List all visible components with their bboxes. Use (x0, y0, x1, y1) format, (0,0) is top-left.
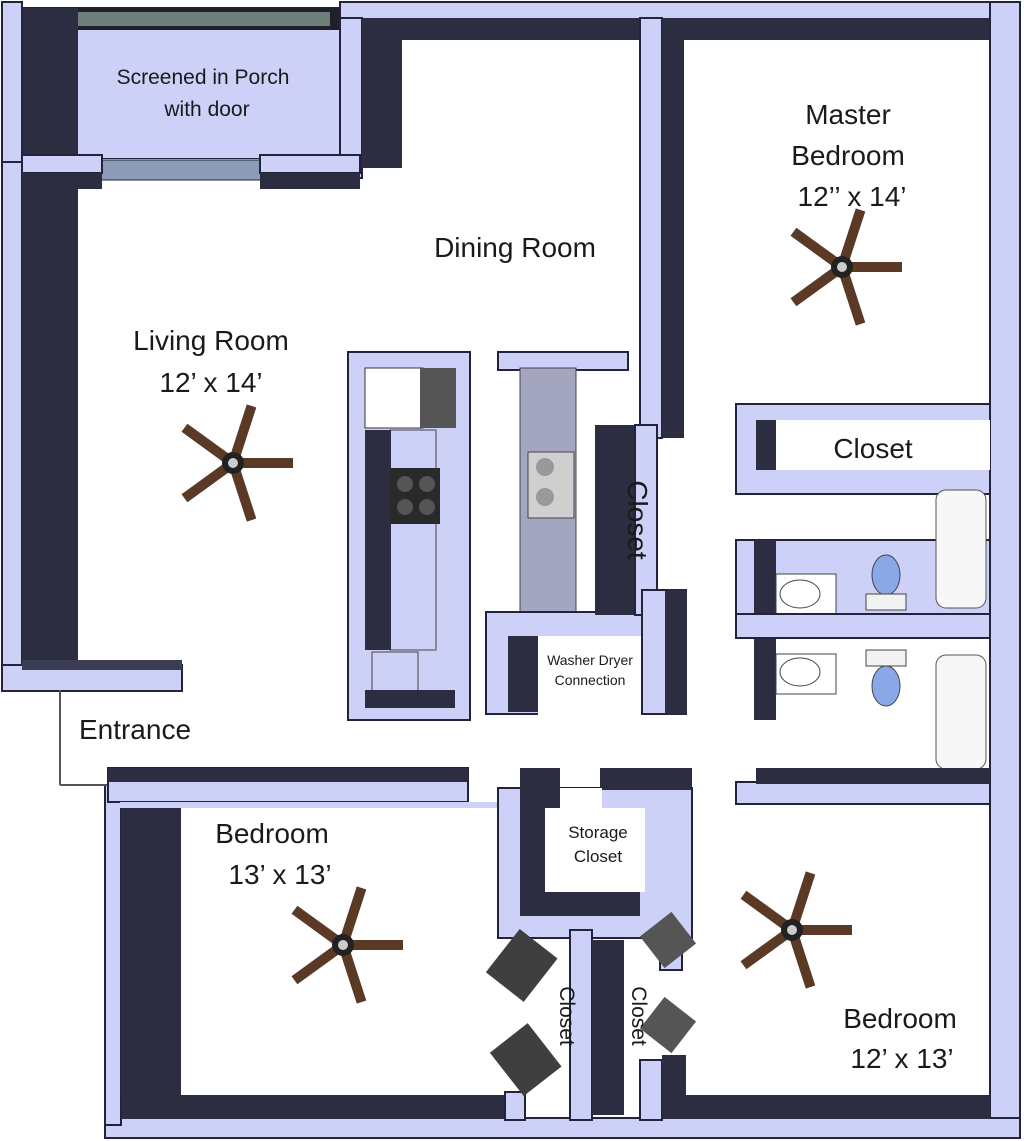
master-bedroom-size: 12’’ x 14’ (798, 181, 907, 212)
bedroom-right-size: 12’ x 13’ (850, 1043, 953, 1074)
porch-area (21, 7, 343, 181)
master-bedroom-label-line2: Bedroom (791, 140, 905, 171)
porch-label-line2: with door (163, 98, 249, 121)
bedroom-top-wall (107, 767, 500, 808)
fan-icon-living (181, 404, 293, 522)
storage-closet-walls (497, 768, 693, 939)
fan-icon-bedroom-right (740, 871, 852, 989)
wall-left (1, 1, 78, 691)
storage-closet-label-line1: Storage (568, 823, 628, 842)
master-closet-label: Closet (833, 433, 913, 464)
bedroom-right-label: Bedroom (843, 1003, 957, 1034)
washer-dryer-label-line1: Washer Dryer (547, 652, 633, 668)
stove-icon (390, 468, 440, 524)
kitchen (347, 351, 687, 721)
living-room-size: 12’ x 14’ (159, 367, 262, 398)
closet-right-label: Closet (627, 986, 650, 1046)
dining-room-label: Dining Room (434, 232, 596, 263)
washer-dryer-label-line2: Connection (555, 672, 626, 688)
wall-bottom (104, 784, 1021, 1139)
master-closet-bath (735, 403, 991, 805)
porch-label-line1: Screened in Porch (117, 66, 290, 89)
fan-icon-bedroom-left (291, 886, 403, 1004)
entrance-label: Entrance (79, 714, 191, 745)
bedroom-left-size: 13’ x 13’ (228, 859, 331, 890)
wall-top (339, 1, 1021, 439)
porch-bottom-wall (21, 154, 361, 189)
storage-closet-label-line2: Closet (574, 847, 622, 866)
living-room-label: Living Room (133, 325, 289, 356)
master-bedroom-label-line1: Master (805, 99, 891, 130)
living-bottom-wall (1, 660, 183, 786)
bedroom-left-label: Bedroom (215, 818, 329, 849)
hall-closet-label: Closet (622, 480, 653, 560)
closet-left-label: Closet (555, 986, 578, 1046)
fan-icon-master (790, 208, 902, 326)
wall-right (989, 1, 1021, 1139)
bottom-closets (485, 911, 697, 1121)
